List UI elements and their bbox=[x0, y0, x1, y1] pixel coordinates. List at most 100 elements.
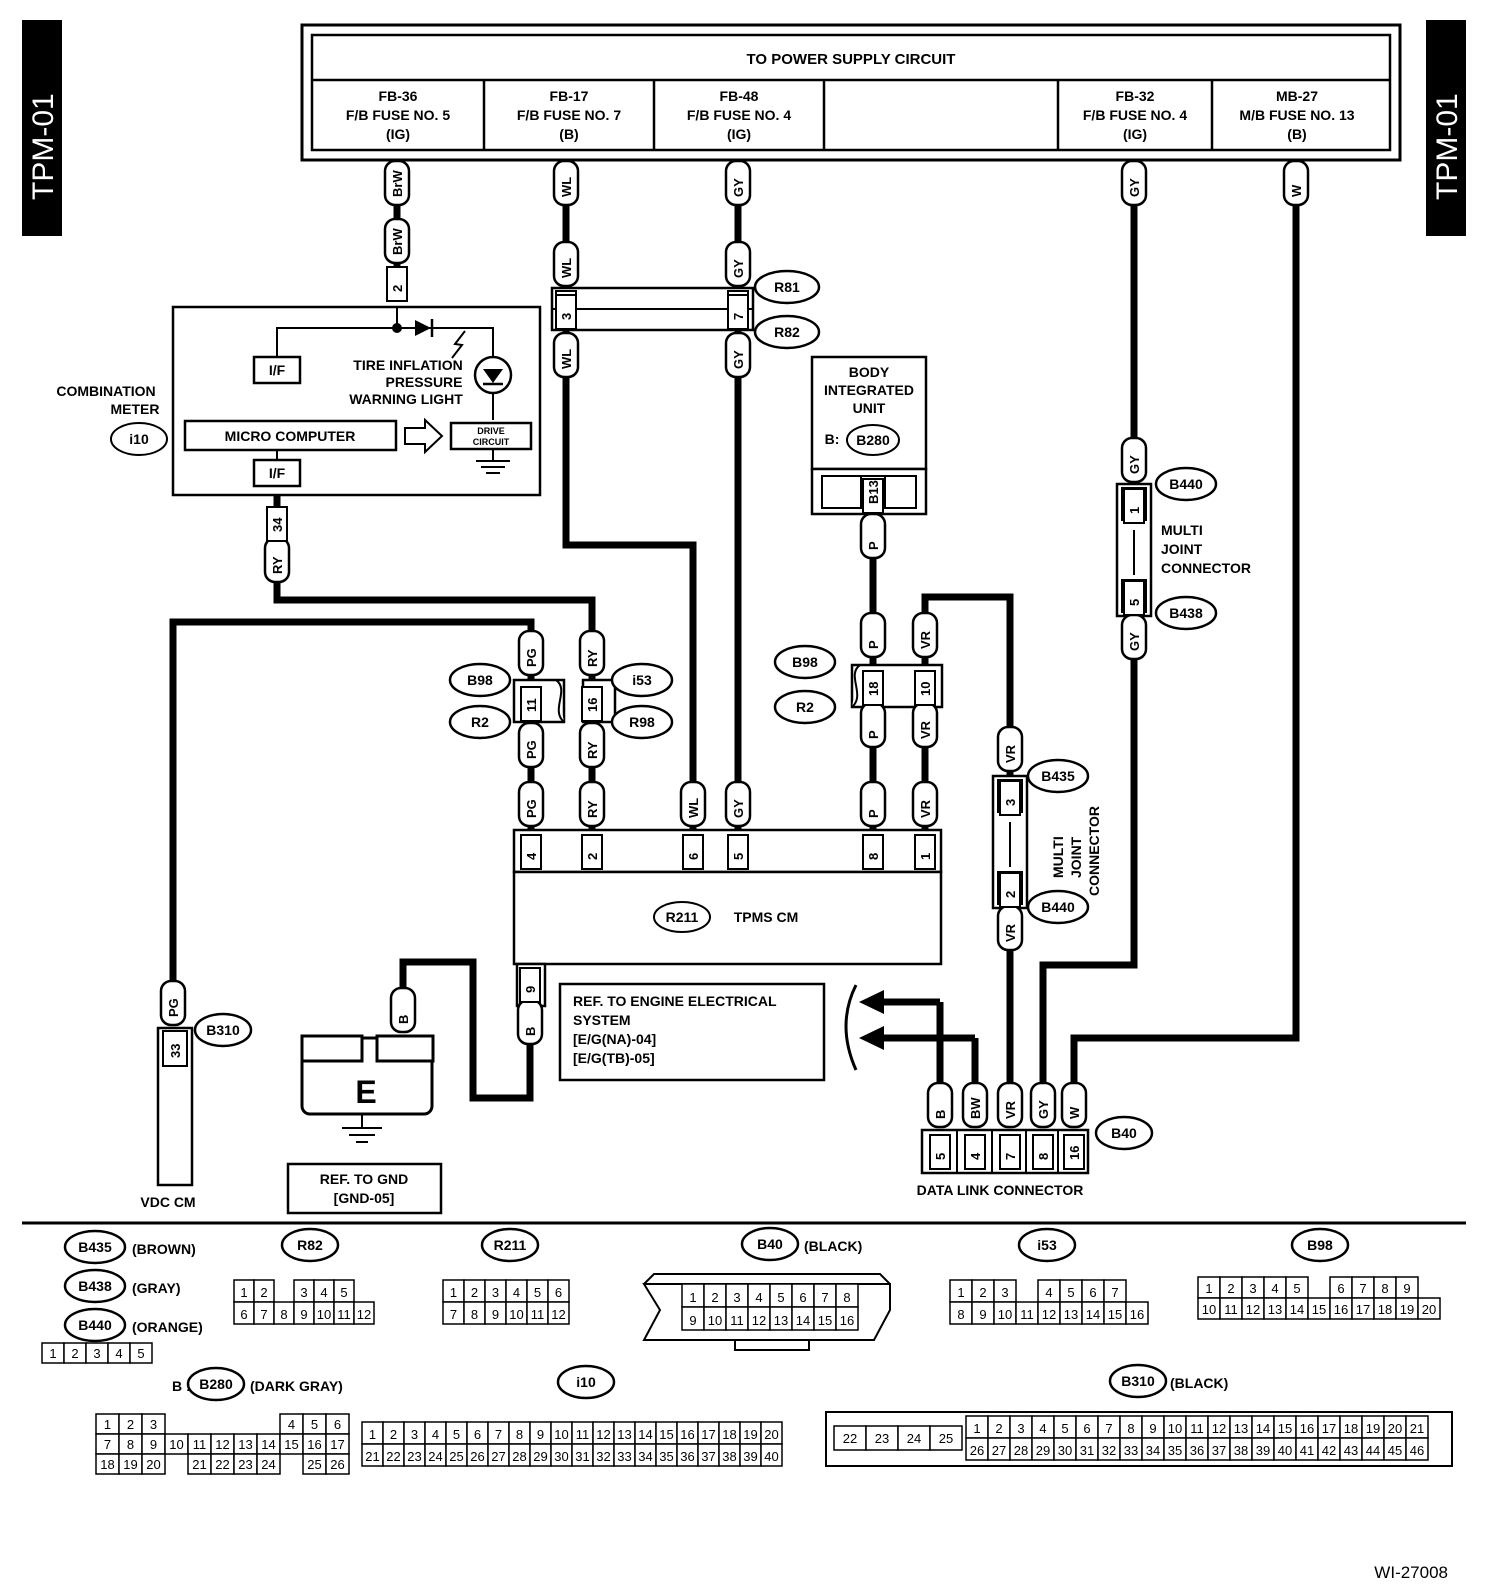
legend-pin-number: 5 bbox=[1293, 1281, 1300, 1296]
wire-color-label: BrW bbox=[390, 170, 405, 197]
legend-pin-number: 9 bbox=[492, 1307, 499, 1322]
wire-color-label: W bbox=[1289, 184, 1304, 197]
svg-text:DATA LINK CONNECTOR: DATA LINK CONNECTOR bbox=[917, 1182, 1084, 1198]
legend-pin-number: 1 bbox=[1205, 1281, 1212, 1296]
connector-tag-label: B98 bbox=[792, 654, 818, 670]
pin-number: 2 bbox=[585, 853, 600, 860]
legend-pin-number: 12 bbox=[357, 1307, 371, 1322]
wire-color-label: WL bbox=[559, 349, 574, 369]
connector-tag-label: R82 bbox=[774, 324, 800, 340]
svg-text:(DARK GRAY): (DARK GRAY) bbox=[250, 1378, 343, 1394]
pin-number: 3 bbox=[559, 313, 574, 320]
legend-pin-number: 4 bbox=[513, 1285, 520, 1300]
legend-pin-number: 20 bbox=[1388, 1421, 1402, 1436]
legend-pin-number: 1 bbox=[957, 1285, 964, 1300]
legend-pin-number: 8 bbox=[280, 1307, 287, 1322]
wire-color-label: VR bbox=[1003, 744, 1018, 763]
legend-pin-number: 3 bbox=[411, 1427, 418, 1442]
legend-pin-number: 21 bbox=[365, 1449, 379, 1464]
pin-number: 10 bbox=[918, 682, 933, 696]
legend-pin-cell bbox=[1417, 1297, 1441, 1320]
svg-text:MULTI: MULTI bbox=[1050, 836, 1066, 878]
vdc-cm: 33 VDC CM bbox=[140, 1026, 196, 1210]
svg-text:CONNECTOR: CONNECTOR bbox=[1161, 560, 1251, 576]
legend-pin-cell bbox=[833, 1425, 867, 1451]
wire-color-label: GY bbox=[731, 178, 746, 197]
legend-pin-cell bbox=[1125, 1301, 1149, 1325]
legend-pin-number: 40 bbox=[1278, 1443, 1292, 1458]
legend-pin-number: 3 bbox=[1017, 1421, 1024, 1436]
legend-pin-cell bbox=[1405, 1437, 1429, 1461]
connector-tag-label: B310 bbox=[1121, 1373, 1155, 1389]
svg-text:B:: B: bbox=[825, 431, 840, 447]
svg-text:MICRO COMPUTER: MICRO COMPUTER bbox=[225, 428, 356, 444]
legend-pin-cell bbox=[129, 1342, 153, 1364]
legend-pin-number: 6 bbox=[474, 1427, 481, 1442]
wire-color-pill bbox=[859, 512, 887, 560]
wire-color-label: RY bbox=[585, 649, 600, 667]
svg-text:[E/G(NA)-04]: [E/G(NA)-04] bbox=[573, 1031, 656, 1047]
legend-pin-number: 9 bbox=[537, 1427, 544, 1442]
pin-box bbox=[520, 834, 542, 870]
legend-pin-number: 30 bbox=[1058, 1443, 1072, 1458]
legend-pin-number: 8 bbox=[1127, 1421, 1134, 1436]
legend-pin-number: 11 bbox=[1190, 1421, 1204, 1436]
pin-number: 2 bbox=[390, 285, 405, 292]
legend-pin-number: 1 bbox=[689, 1290, 696, 1305]
connector-tag-label: B40 bbox=[1111, 1125, 1137, 1141]
legend-pin-number: 9 bbox=[689, 1313, 696, 1328]
connector-tag-oval bbox=[1017, 1227, 1077, 1263]
wire-color-pill bbox=[859, 701, 887, 749]
connector-tag-oval bbox=[63, 1268, 127, 1304]
wire-color-pill bbox=[724, 331, 752, 379]
svg-text:TPMS CM: TPMS CM bbox=[734, 909, 799, 925]
pin-box bbox=[727, 294, 749, 330]
legend-pin-number: 43 bbox=[1344, 1443, 1358, 1458]
svg-text:(BLACK): (BLACK) bbox=[1170, 1375, 1228, 1391]
legend-pin-cell bbox=[141, 1453, 166, 1475]
legend-pin-number: 17 bbox=[330, 1437, 344, 1452]
legend-pin-number: 5 bbox=[137, 1346, 144, 1361]
legend-pin-number: 28 bbox=[1014, 1443, 1028, 1458]
body-integrated-unit: BODY INTEGRATED UNIT B: B280 bbox=[810, 355, 928, 516]
legend-pin-number: 7 bbox=[1111, 1285, 1118, 1300]
svg-text:B :: B : bbox=[172, 1378, 191, 1394]
pin-number: 18 bbox=[866, 682, 881, 696]
side-tag-right: TPM-01 bbox=[1426, 20, 1466, 236]
legend-pin-number: 2 bbox=[1227, 1281, 1234, 1296]
wire-color-label: GY bbox=[1127, 178, 1142, 197]
fuse-id: MB-27 bbox=[1276, 88, 1318, 104]
legend-pin-number: 7 bbox=[104, 1437, 111, 1452]
connector-tag-label: R82 bbox=[297, 1237, 323, 1253]
svg-text:JOINT: JOINT bbox=[1161, 541, 1203, 557]
legend-pin-number: 41 bbox=[1300, 1443, 1314, 1458]
connector-tag-label: B40 bbox=[757, 1236, 783, 1252]
legend-pin-number: 13 bbox=[238, 1437, 252, 1452]
wire-color-label: VR bbox=[1003, 923, 1018, 942]
legend-pin-number: 2 bbox=[979, 1285, 986, 1300]
connector-tag-oval bbox=[753, 314, 821, 350]
wire-color-pill bbox=[517, 721, 545, 769]
connector-tag-oval bbox=[1154, 466, 1218, 502]
wire-color-pill bbox=[1060, 1081, 1088, 1129]
legend-pin-number: 33 bbox=[1124, 1443, 1138, 1458]
svg-text:TIRE INFLATION: TIRE INFLATION bbox=[353, 357, 462, 373]
wire-color-pill bbox=[383, 217, 411, 265]
connector-tag-oval bbox=[1026, 758, 1090, 794]
legend-pin-number: 36 bbox=[680, 1449, 694, 1464]
fuse-mode: (IG) bbox=[386, 126, 410, 142]
legend-pin-number: 15 bbox=[818, 1313, 832, 1328]
connector-tag-label: R2 bbox=[471, 714, 489, 730]
legend-pin-number: 26 bbox=[470, 1449, 484, 1464]
fuse-id: FB-48 bbox=[720, 88, 759, 104]
ground-e: E REF. TO GND [GND-05] bbox=[286, 1034, 443, 1215]
legend-pin-number: 17 bbox=[701, 1427, 715, 1442]
wire-color-pill bbox=[859, 780, 887, 828]
wire-color-pill bbox=[552, 331, 580, 379]
connector-tag-label: i53 bbox=[632, 672, 652, 688]
connector-tag-oval bbox=[193, 1012, 253, 1048]
legend-pin-number: 32 bbox=[1102, 1443, 1116, 1458]
wire-color-pill bbox=[911, 611, 939, 659]
svg-text:REF. TO ENGINE ELECTRICAL: REF. TO ENGINE ELECTRICAL bbox=[573, 993, 777, 1009]
